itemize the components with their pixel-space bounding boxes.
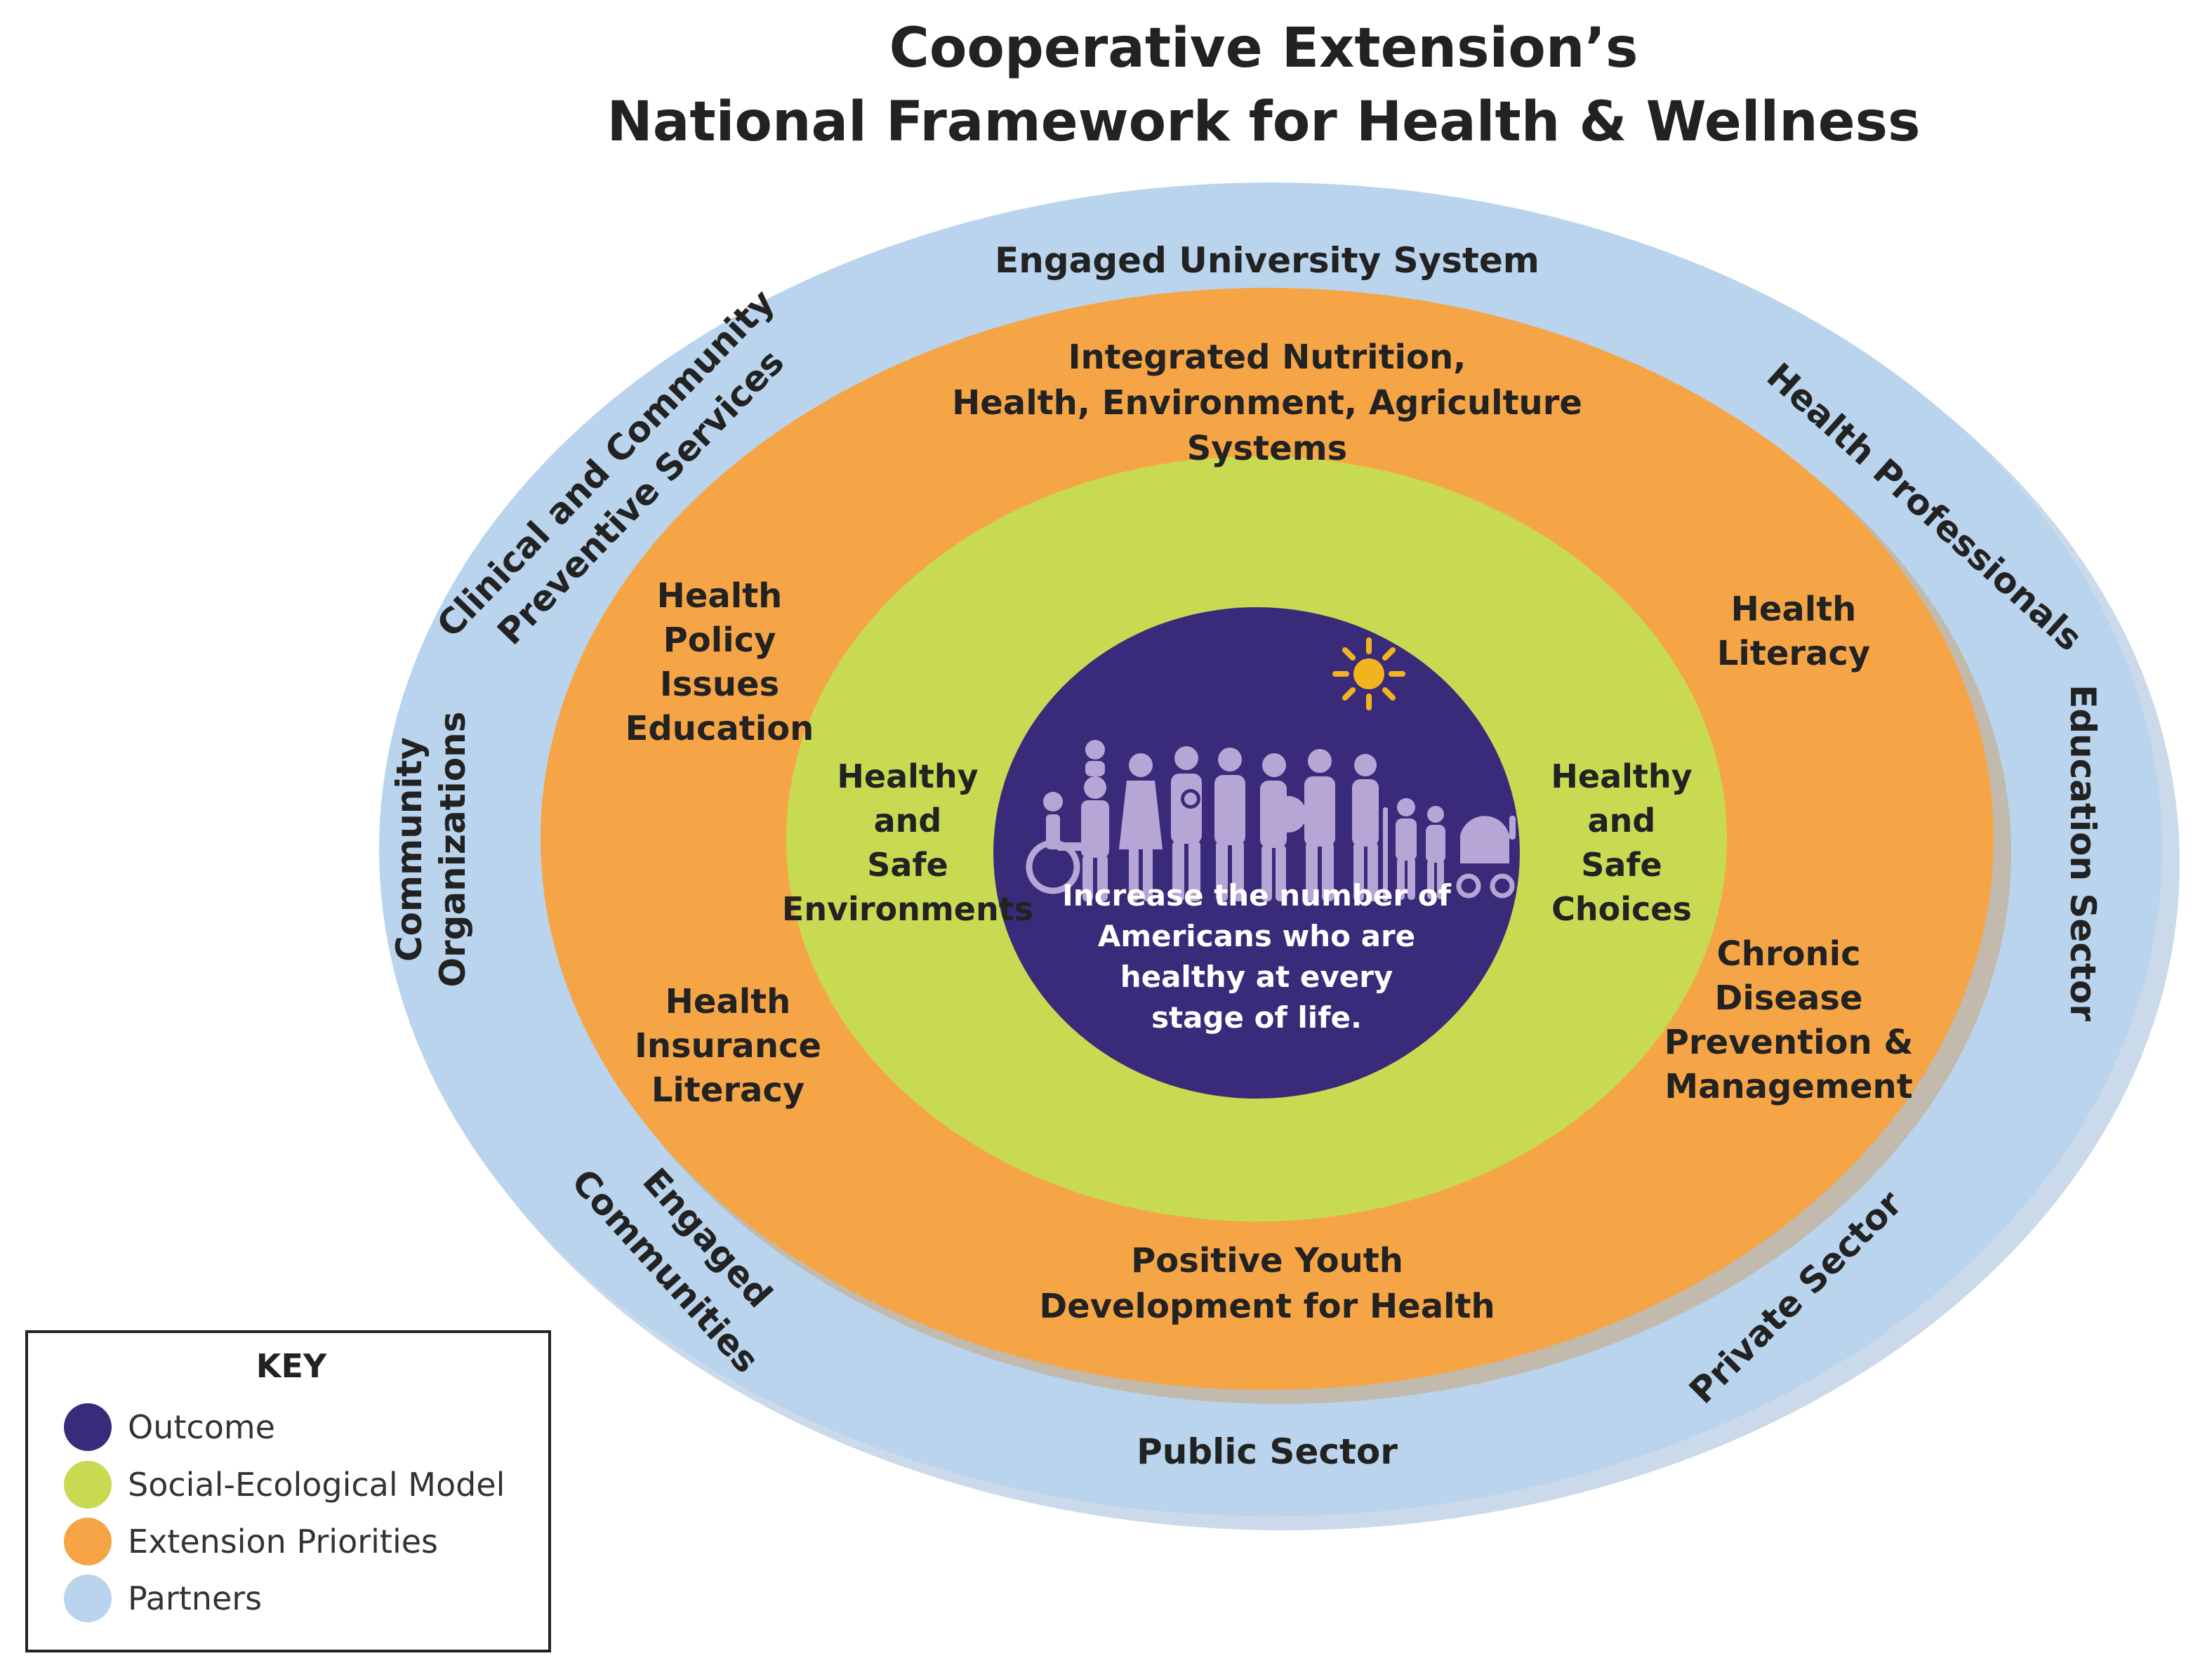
- svg-text:Chronic: Chronic: [1716, 934, 1860, 974]
- public-sector-label: Public Sector: [1137, 1431, 1398, 1472]
- title-line-2: National Framework for Health & Wellness: [607, 91, 1920, 154]
- key-label-extension: Extension Priorities: [128, 1523, 438, 1560]
- healthy-safe-environments-label: Healthy and Safe Environments: [782, 757, 1033, 928]
- health-literacy-label: Health Literacy: [1717, 590, 1870, 673]
- older-man-icon: [1304, 749, 1335, 901]
- svg-text:Management: Management: [1664, 1067, 1912, 1106]
- svg-text:Health, Environment, Agricultu: Health, Environment, Agriculture: [952, 383, 1582, 423]
- healthy-safe-choices-label: Healthy and Safe Choices: [1551, 757, 1692, 928]
- svg-text:Health: Health: [657, 576, 783, 616]
- key-label-partners: Partners: [128, 1579, 262, 1617]
- svg-text:Organizations: Organizations: [432, 711, 473, 987]
- key-legend-box: [25, 1330, 551, 1652]
- outcome-circle: [993, 607, 1520, 1099]
- parent-with-baby-icon: [1171, 746, 1202, 901]
- pregnant-woman-icon: [1260, 753, 1306, 901]
- sun-icon: [1332, 637, 1405, 710]
- svg-text:Community: Community: [389, 737, 430, 962]
- svg-text:Insurance: Insurance: [635, 1026, 821, 1066]
- svg-text:Positive Youth: Positive Youth: [1131, 1241, 1403, 1280]
- svg-text:Literacy: Literacy: [1717, 634, 1870, 673]
- outcome-line-3: healthy at every: [1120, 960, 1393, 994]
- elder-with-cane-icon: [1352, 754, 1388, 901]
- svg-text:Environments: Environments: [782, 890, 1033, 928]
- svg-text:Systems: Systems: [1187, 429, 1348, 468]
- svg-text:Health: Health: [1731, 590, 1857, 629]
- svg-text:Health: Health: [665, 982, 791, 1021]
- adult-with-child-icon: [1081, 740, 1109, 901]
- key-item-social-ecological: Social-Ecological Model: [64, 1461, 505, 1509]
- woman-icon: [1119, 753, 1163, 901]
- key-label-outcome: Outcome: [128, 1408, 275, 1446]
- integrated-systems-label: Integrated Nutrition, Health, Environmen…: [952, 338, 1582, 468]
- svg-text:Integrated Nutrition,: Integrated Nutrition,: [1068, 338, 1466, 377]
- key-swatch-partners: [64, 1575, 112, 1622]
- key-item-partners: Partners: [64, 1575, 262, 1622]
- key-legend: KEY Outcome Social-Ecological Model Exte…: [25, 1330, 551, 1652]
- toddler-icon: [1426, 806, 1445, 899]
- key-item-extension: Extension Priorities: [64, 1518, 438, 1565]
- wheelchair-user-icon: [1026, 792, 1085, 894]
- svg-text:Education Sector: Education Sector: [2062, 684, 2103, 1021]
- chronic-disease-label: Chronic Disease Prevention & Management: [1664, 934, 1914, 1106]
- key-swatch-outcome: [64, 1403, 112, 1451]
- positive-youth-development-label: Positive Youth Development for Health: [1039, 1241, 1495, 1326]
- people-across-lifespan-icon: [1026, 740, 1516, 901]
- man-icon: [1214, 748, 1245, 901]
- key-title: KEY: [256, 1347, 327, 1385]
- svg-text:Policy: Policy: [663, 621, 776, 660]
- health-policy-issues-education-label: Health Policy Issues Education: [625, 576, 814, 748]
- svg-text:Development for Health: Development for Health: [1039, 1287, 1495, 1326]
- title-line-1: Cooperative Extension’s: [889, 17, 1638, 80]
- key-label-social-ecological: Social-Ecological Model: [128, 1466, 505, 1504]
- key-swatch-extension: [64, 1518, 112, 1565]
- community-organizations-label: Community Organizations: [389, 711, 473, 987]
- svg-text:Prevention &: Prevention &: [1664, 1023, 1914, 1062]
- svg-text:Choices: Choices: [1551, 890, 1692, 928]
- outcome-line-1: Increase the number of: [1062, 878, 1451, 913]
- svg-text:Healthy: Healthy: [837, 757, 978, 795]
- svg-text:Education: Education: [625, 709, 814, 748]
- svg-text:Safe: Safe: [1581, 846, 1662, 884]
- stroller-icon: [1456, 816, 1516, 899]
- child-icon: [1396, 798, 1417, 900]
- key-swatch-social-ecological: [64, 1461, 112, 1509]
- svg-text:and: and: [1588, 802, 1656, 840]
- outcome-line-4: stage of life.: [1151, 1000, 1362, 1035]
- key-item-outcome: Outcome: [64, 1403, 275, 1451]
- health-insurance-literacy-label: Health Insurance Literacy: [635, 982, 821, 1110]
- svg-text:Issues: Issues: [660, 665, 779, 704]
- outcome-line-2: Americans who are: [1098, 919, 1415, 953]
- svg-text:Healthy: Healthy: [1551, 757, 1692, 795]
- svg-text:Disease: Disease: [1715, 979, 1863, 1018]
- svg-text:Safe: Safe: [867, 846, 948, 884]
- svg-text:and: and: [874, 802, 942, 840]
- education-sector-label: Education Sector: [2062, 684, 2103, 1021]
- engaged-university-system-label: Engaged University System: [995, 240, 1539, 281]
- svg-text:Literacy: Literacy: [651, 1071, 804, 1110]
